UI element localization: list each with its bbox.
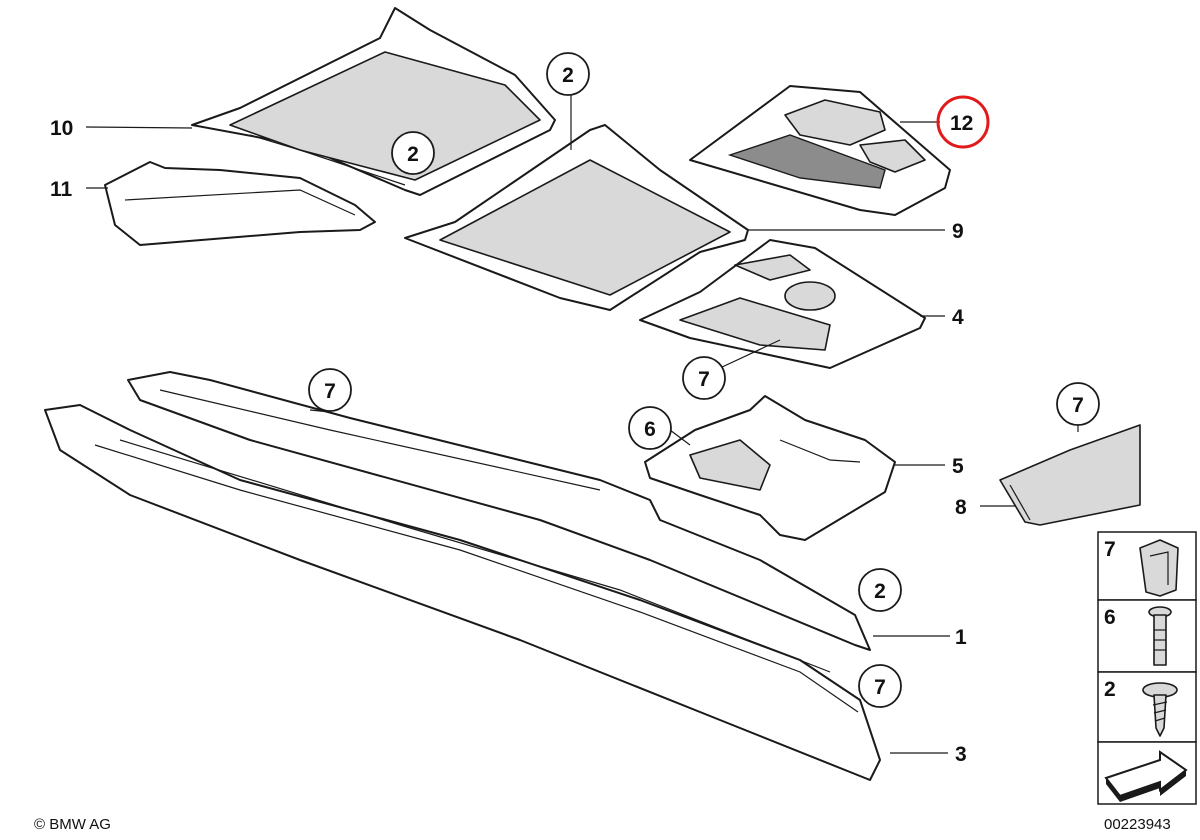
label-11: 11 [50,178,73,201]
label-9: 9 [952,220,964,243]
part-11-side-cover[interactable] [104,161,376,246]
part-5-bracket[interactable] [644,395,896,541]
leader-lines [85,95,1079,754]
part-3-side-trim[interactable] [44,404,881,781]
label-10: 10 [50,117,73,140]
svg-text:7: 7 [324,380,336,403]
callout-2-frame: 2 [391,131,435,175]
part-4-trim-panel[interactable] [639,239,926,369]
svg-text:7: 7 [698,368,710,391]
legend-label-screw: 2 [1104,678,1116,701]
callout-6-bracket: 6 [628,406,672,450]
part-12-trim-panel[interactable] [689,85,951,216]
copyright-text: © BMW AG [34,816,111,833]
svg-text:2: 2 [407,143,419,166]
label-12: 12 [950,112,973,135]
arrow-icon [1104,750,1188,802]
highlight-ring-part-12 [936,95,990,149]
legend-label-clip: 7 [1104,538,1116,561]
clip-icon [1139,539,1179,597]
svg-text:6: 6 [644,418,656,441]
callout-2-strip: 2 [858,568,902,612]
callout-7-panel: 7 [682,356,726,400]
part-8-end-cover[interactable] [999,424,1141,526]
svg-text:2: 2 [562,64,574,87]
callout-2-top: 2 [546,52,590,96]
label-4: 4 [952,306,964,329]
label-5: 5 [952,455,964,478]
svg-text:7: 7 [874,676,886,699]
diagram-number: 00223943 [1104,816,1171,833]
part-1-side-trim[interactable] [127,371,871,651]
callout-7-cover: 7 [1056,382,1100,426]
fastener-legend: 7 6 2 [1097,531,1197,805]
callout-7-lower: 7 [858,664,902,708]
label-8: 8 [955,496,967,519]
legend-label-bolt: 6 [1104,606,1116,629]
part-10-trim-frame[interactable] [191,7,556,196]
callout-7-strip: 7 [308,368,352,412]
bolt-icon [1148,606,1172,666]
svg-text:7: 7 [1072,394,1084,417]
label-3: 3 [955,743,967,766]
screw-icon [1142,682,1178,737]
svg-text:2: 2 [874,580,886,603]
label-1: 1 [955,626,967,649]
part-9-trim-frame[interactable] [404,124,749,311]
